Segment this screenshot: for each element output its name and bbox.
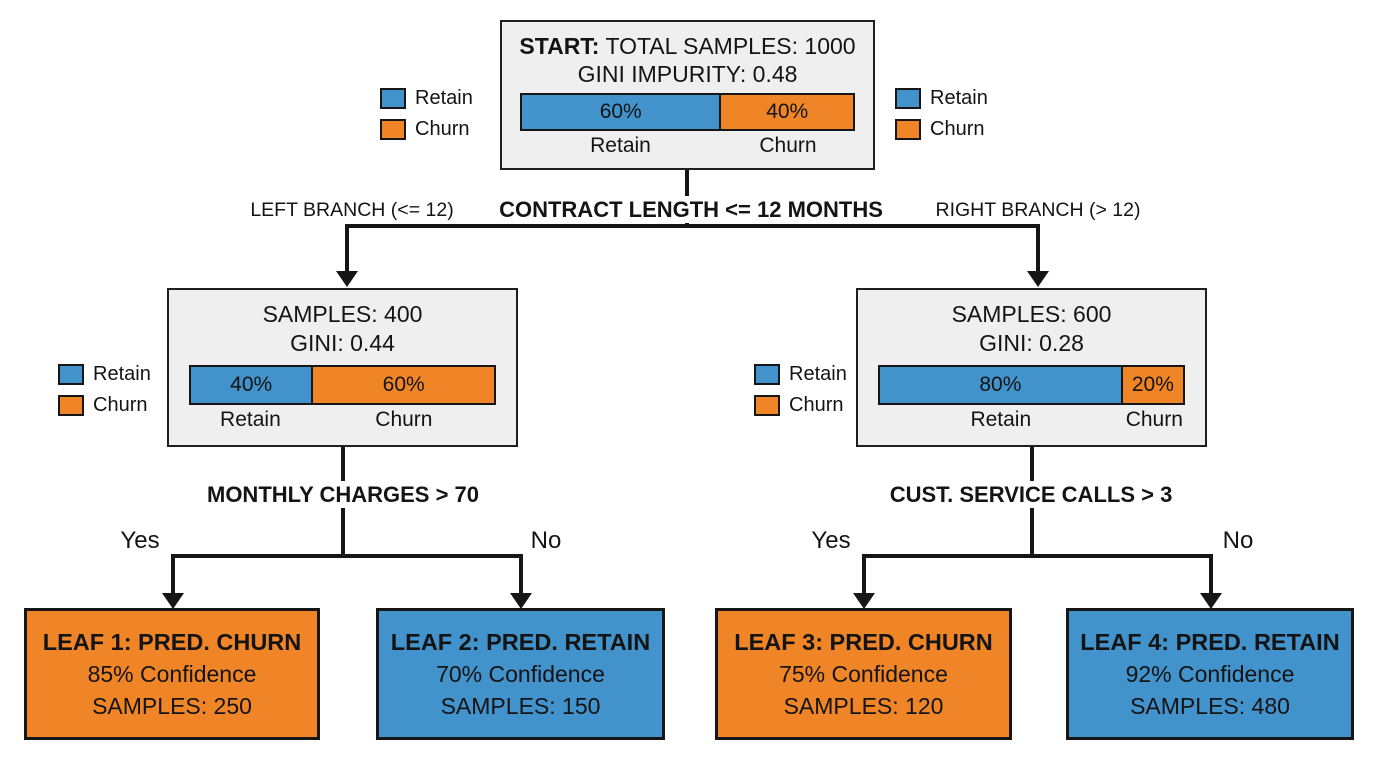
right-node-distribution-bar: 80% 20% (878, 365, 1185, 405)
legend-row-churn: Churn (58, 393, 151, 418)
arrow-down-left-node (336, 271, 358, 287)
root-distribution-bar: 60% 40% (520, 93, 855, 131)
leaf3-drop-line (862, 554, 866, 595)
leaf-confidence: 70% Confidence (436, 661, 605, 687)
right-child-node: SAMPLES: 600 GINI: 0.28 80% 20% Retain C… (856, 288, 1207, 447)
legend-row-churn: Churn (895, 117, 988, 142)
churn-legend-label: Churn (415, 118, 470, 140)
left-node-gini: GINI: 0.44 (290, 330, 395, 356)
legend-row-churn: Churn (754, 393, 847, 418)
root-title-prefix: START: (519, 33, 600, 59)
legend-right-node: Retain Churn (754, 362, 847, 424)
legend-row-retain: Retain (58, 362, 151, 387)
left-node-churn-bar-label: Churn (375, 408, 433, 431)
churn-legend-label: Churn (93, 394, 148, 416)
root-title: START: TOTAL SAMPLES: 1000 (502, 32, 873, 60)
left-node-distribution-bar: 40% 60% (189, 365, 496, 405)
root-churn-bar-label: Churn (759, 134, 817, 157)
churn-swatch (754, 395, 780, 416)
level1-branch-line (345, 224, 1040, 228)
leaf-title: LEAF 4: PRED. RETAIN (1080, 629, 1340, 655)
churn-swatch (895, 119, 921, 140)
legend-left-node: Retain Churn (58, 362, 151, 424)
right-node-bar-labels: Retain Churn (878, 406, 1185, 433)
arrow-down-leaf4 (1200, 593, 1222, 609)
legend-row-churn: Churn (380, 117, 473, 142)
level1-left-drop-line (345, 224, 349, 273)
level2-right-branch-line (862, 554, 1213, 558)
leaf2-drop-line (519, 554, 523, 595)
root-bar-labels: Retain Churn (520, 132, 855, 159)
level2-left-branch-line (171, 554, 523, 558)
retain-swatch (380, 88, 406, 109)
legend-row-retain: Retain (380, 86, 473, 111)
arrow-down-leaf1 (162, 593, 184, 609)
right-node-churn-bar-label: Churn (1125, 408, 1183, 431)
leaf-title: LEAF 3: PRED. CHURN (734, 629, 993, 655)
leaf-node-2: LEAF 2: PRED. RETAIN 70% Confidence SAMP… (376, 608, 665, 740)
leaf-samples: SAMPLES: 150 (440, 693, 601, 719)
retain-legend-label: Retain (415, 87, 473, 109)
leaf-samples: SAMPLES: 250 (92, 693, 252, 719)
right-split-yes-label: Yes (811, 527, 851, 554)
leaf-samples: SAMPLES: 480 (1130, 693, 1290, 719)
retain-swatch (754, 364, 780, 385)
leaf-node-3: LEAF 3: PRED. CHURN 75% Confidence SAMPL… (715, 608, 1012, 740)
right-node-gini: GINI: 0.28 (979, 330, 1084, 356)
root-split-condition: CONTRACT LENGTH <= 12 MONTHS (491, 196, 891, 223)
retain-swatch (895, 88, 921, 109)
leaf-title: LEAF 1: PRED. CHURN (42, 629, 302, 655)
right-node-retain-bar-label: Retain (970, 408, 1032, 431)
arrow-down-right-node (1027, 271, 1049, 287)
retain-swatch (58, 364, 84, 385)
left-node-churn-segment: 60% (311, 367, 494, 403)
root-retain-segment: 60% (522, 95, 720, 129)
churn-legend-label: Churn (930, 118, 985, 140)
retain-legend-label: Retain (789, 363, 847, 385)
retain-legend-label: Retain (93, 363, 151, 385)
leaf-confidence: 85% Confidence (87, 661, 257, 687)
left-node-retain-bar-label: Retain (220, 408, 281, 431)
right-branch-label: RIGHT BRANCH (> 12) (927, 197, 1149, 223)
leaf-node-4: LEAF 4: PRED. RETAIN 92% Confidence SAMP… (1066, 608, 1354, 740)
leaf-confidence: 75% Confidence (779, 661, 948, 687)
root-gini: GINI IMPURITY: 0.48 (577, 61, 798, 87)
right-split-no-label: No (1222, 527, 1254, 554)
leaf-node-1: LEAF 1: PRED. CHURN 85% Confidence SAMPL… (24, 608, 320, 740)
left-node-samples: SAMPLES: 400 (262, 301, 423, 327)
left-child-node: SAMPLES: 400 GINI: 0.44 40% 60% Retain C… (167, 288, 518, 447)
churn-legend-label: Churn (789, 394, 844, 416)
leaf-confidence: 92% Confidence (1125, 661, 1295, 687)
leaf-title: LEAF 2: PRED. RETAIN (390, 629, 651, 655)
retain-legend-label: Retain (930, 87, 988, 109)
arrow-down-leaf3 (853, 593, 875, 609)
legend-root-right: Retain Churn (895, 86, 988, 148)
right-node-churn-segment: 20% (1120, 367, 1183, 403)
left-split-condition: MONTHLY CHARGES > 70 (198, 481, 488, 508)
leaf1-drop-line (171, 554, 175, 595)
root-node: START: TOTAL SAMPLES: 1000 GINI IMPURITY… (500, 20, 875, 170)
left-branch-label: LEFT BRANCH (<= 12) (242, 197, 462, 223)
left-node-bar-labels: Retain Churn (189, 406, 496, 433)
arrow-down-leaf2 (510, 593, 532, 609)
legend-row-retain: Retain (754, 362, 847, 387)
legend-row-retain: Retain (895, 86, 988, 111)
root-title-rest: TOTAL SAMPLES: 1000 (599, 33, 856, 59)
right-split-condition: CUST. SERVICE CALLS > 3 (881, 481, 1181, 508)
leaf4-drop-line (1209, 554, 1213, 595)
level1-right-drop-line (1036, 224, 1040, 273)
left-node-retain-segment: 40% (191, 367, 312, 403)
churn-swatch (380, 119, 406, 140)
root-retain-bar-label: Retain (590, 134, 651, 157)
right-node-samples: SAMPLES: 600 (951, 301, 1112, 327)
churn-swatch (58, 395, 84, 416)
left-split-yes-label: Yes (120, 527, 160, 554)
leaf-samples: SAMPLES: 120 (783, 693, 944, 719)
root-churn-segment: 40% (719, 95, 853, 129)
legend-root-left: Retain Churn (380, 86, 473, 148)
left-split-no-label: No (530, 527, 562, 554)
right-node-retain-segment: 80% (880, 367, 1121, 403)
